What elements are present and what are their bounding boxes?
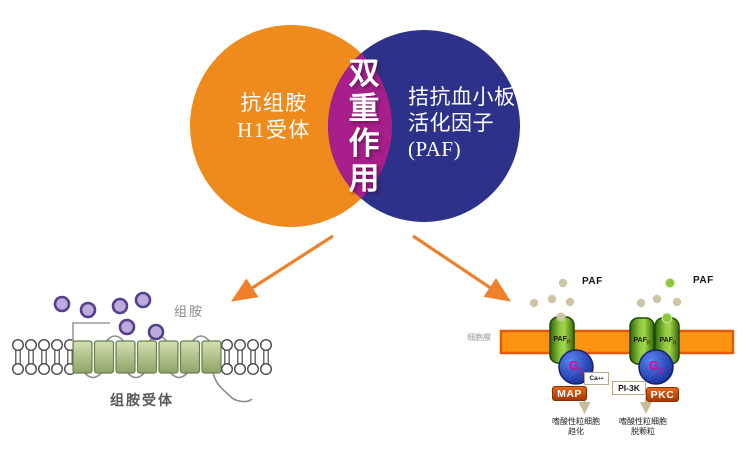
calcium-label: Ca <box>589 375 598 382</box>
venn-left-circle <box>190 25 392 227</box>
venn-diagram <box>190 25 520 227</box>
histamine-label: 组胺 <box>174 304 205 319</box>
venn-overlap-label: 双重作用 <box>348 56 380 196</box>
cell-membrane-label: 细胞膜 <box>467 333 491 342</box>
paf-receptor-label-3: PAFR <box>655 337 681 346</box>
paf-receptor-label-2-main: PAF <box>633 337 647 344</box>
pkc-box: PKC <box>646 387 679 402</box>
chemotaxis-label: 嗜酸性粒细胞 趋化 <box>547 417 605 437</box>
pi3k-box: PI-3K <box>612 381 646 395</box>
g1-label-main: G <box>568 359 579 373</box>
paf-dots-green <box>661 278 675 324</box>
venn-right-line2: 活化因子 <box>408 111 494 135</box>
g2-label-main: G <box>648 359 659 373</box>
paf-receptor-label-1-main: PAF <box>553 336 567 343</box>
c-terminal-tail <box>212 371 253 403</box>
degranulation-line1: 嗜酸性粒细胞 <box>619 417 667 426</box>
venn-left-line1: 抗组胺 <box>240 91 308 115</box>
venn-overlap-lens <box>328 53 392 199</box>
degranulation-line2: 脱颗粒 <box>631 427 655 436</box>
chemotaxis-line2: 趋化 <box>568 427 584 436</box>
venn-left-label: 抗组胺 H1受体 <box>204 90 344 144</box>
degranulation-label: 嗜酸性粒细胞 脱颗粒 <box>614 417 672 437</box>
venn-left-line2: H1受体 <box>237 118 311 142</box>
chemotaxis-line1: 嗜酸性粒细胞 <box>552 417 600 426</box>
pointer-arrow-left <box>230 234 334 302</box>
map-box: MAP <box>552 386 587 401</box>
pointer-arrow-right <box>412 234 511 302</box>
g2-label-sub: 2 <box>658 366 664 376</box>
calcium-box: Ca++ <box>584 372 609 385</box>
venn-right-line1: 拮抗血小板 <box>408 85 516 109</box>
paf-panel <box>499 278 735 414</box>
leader-line <box>72 322 110 341</box>
paf-receptor-label-2-sub: R <box>646 340 651 347</box>
paf-receptor-label-2: PAFR <box>629 337 655 346</box>
venn-right-line3: (PAF) <box>408 137 462 161</box>
paf-receptor-label-1-sub: R <box>566 339 571 346</box>
g2-protein <box>638 349 674 385</box>
transmembrane-helices <box>72 340 222 374</box>
histamine-molecules <box>53 291 165 341</box>
g1-label: G1 <box>565 359 587 376</box>
paf-receptor-label-1: PAFR <box>549 336 575 345</box>
g2-label: G2 <box>645 359 667 376</box>
g1-label-sub: 1 <box>578 366 584 376</box>
histamine-panel <box>11 291 272 403</box>
paf-label-right: PAF <box>693 275 714 286</box>
venn-right-label: 拮抗血小板 活化因子 (PAF) <box>408 84 538 162</box>
paf-receptor-label-3-main: PAF <box>659 337 673 344</box>
paf-receptor-label-3-sub: R <box>672 340 677 347</box>
histamine-receptor-label: 组胺受体 <box>110 392 174 408</box>
paf-label-left: PAF <box>582 276 603 287</box>
paf-dots-beige <box>529 278 682 322</box>
calcium-sup: ++ <box>597 375 604 382</box>
cell-membrane-band <box>499 329 735 355</box>
